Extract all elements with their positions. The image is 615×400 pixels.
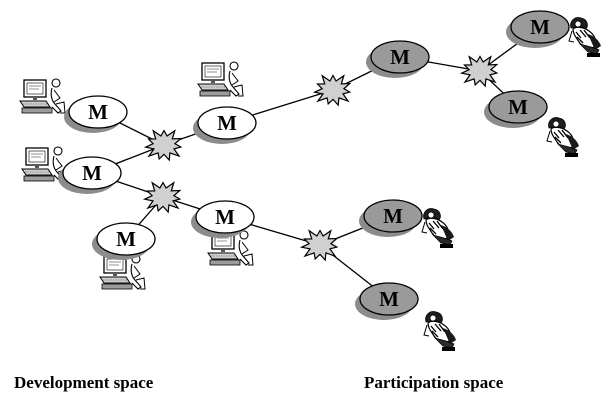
node-letter: M xyxy=(379,287,399,311)
nodes-layer: M M M M M M M M M M xyxy=(58,10,570,320)
module-node-participation: M xyxy=(359,199,423,237)
node-letter: M xyxy=(88,100,108,124)
node-ellipse xyxy=(510,10,570,44)
node-ellipse xyxy=(488,90,548,124)
node-letter: M xyxy=(530,15,550,39)
node-letter: M xyxy=(217,111,237,135)
node-letter: M xyxy=(508,95,528,119)
module-node-participation: M xyxy=(366,40,430,78)
participant-figure-icon xyxy=(546,116,580,158)
module-node-development: M xyxy=(92,222,156,260)
node-ellipse xyxy=(96,222,156,256)
node-letter: M xyxy=(82,161,102,185)
node-letter: M xyxy=(383,204,403,228)
module-node-development: M xyxy=(191,200,255,238)
module-node-participation: M xyxy=(355,282,419,320)
node-ellipse xyxy=(68,95,128,129)
development-space-label: Development space xyxy=(14,373,154,392)
module-node-participation: M xyxy=(506,10,570,48)
network-hub-burst-icon xyxy=(142,181,182,214)
module-node-participation: M xyxy=(484,90,548,128)
participant-figure-icon xyxy=(421,207,455,249)
node-letter: M xyxy=(215,205,235,229)
node-ellipse xyxy=(363,199,423,233)
node-letter: M xyxy=(116,227,136,251)
participation-space-label: Participation space xyxy=(364,373,504,392)
hubs-layer xyxy=(142,55,499,262)
developer-workstation-icon xyxy=(99,254,146,290)
module-node-development: M xyxy=(58,156,122,194)
participant-figure-icon xyxy=(568,16,602,58)
developer-workstation-icon xyxy=(197,61,244,97)
module-node-development: M xyxy=(193,106,257,144)
network-hub-burst-icon xyxy=(299,229,339,262)
node-ellipse xyxy=(62,156,122,190)
participant-figure-icon xyxy=(423,310,457,352)
node-ellipse xyxy=(370,40,430,74)
node-ellipse xyxy=(359,282,419,316)
network-hub-burst-icon xyxy=(459,55,499,88)
module-node-development: M xyxy=(64,95,128,133)
network-hub-burst-icon xyxy=(143,129,183,162)
developer-workstation-icon xyxy=(19,78,66,114)
network-hub-burst-icon xyxy=(312,74,352,107)
node-letter: M xyxy=(390,45,410,69)
node-ellipse xyxy=(197,106,257,140)
node-ellipse xyxy=(195,200,255,234)
